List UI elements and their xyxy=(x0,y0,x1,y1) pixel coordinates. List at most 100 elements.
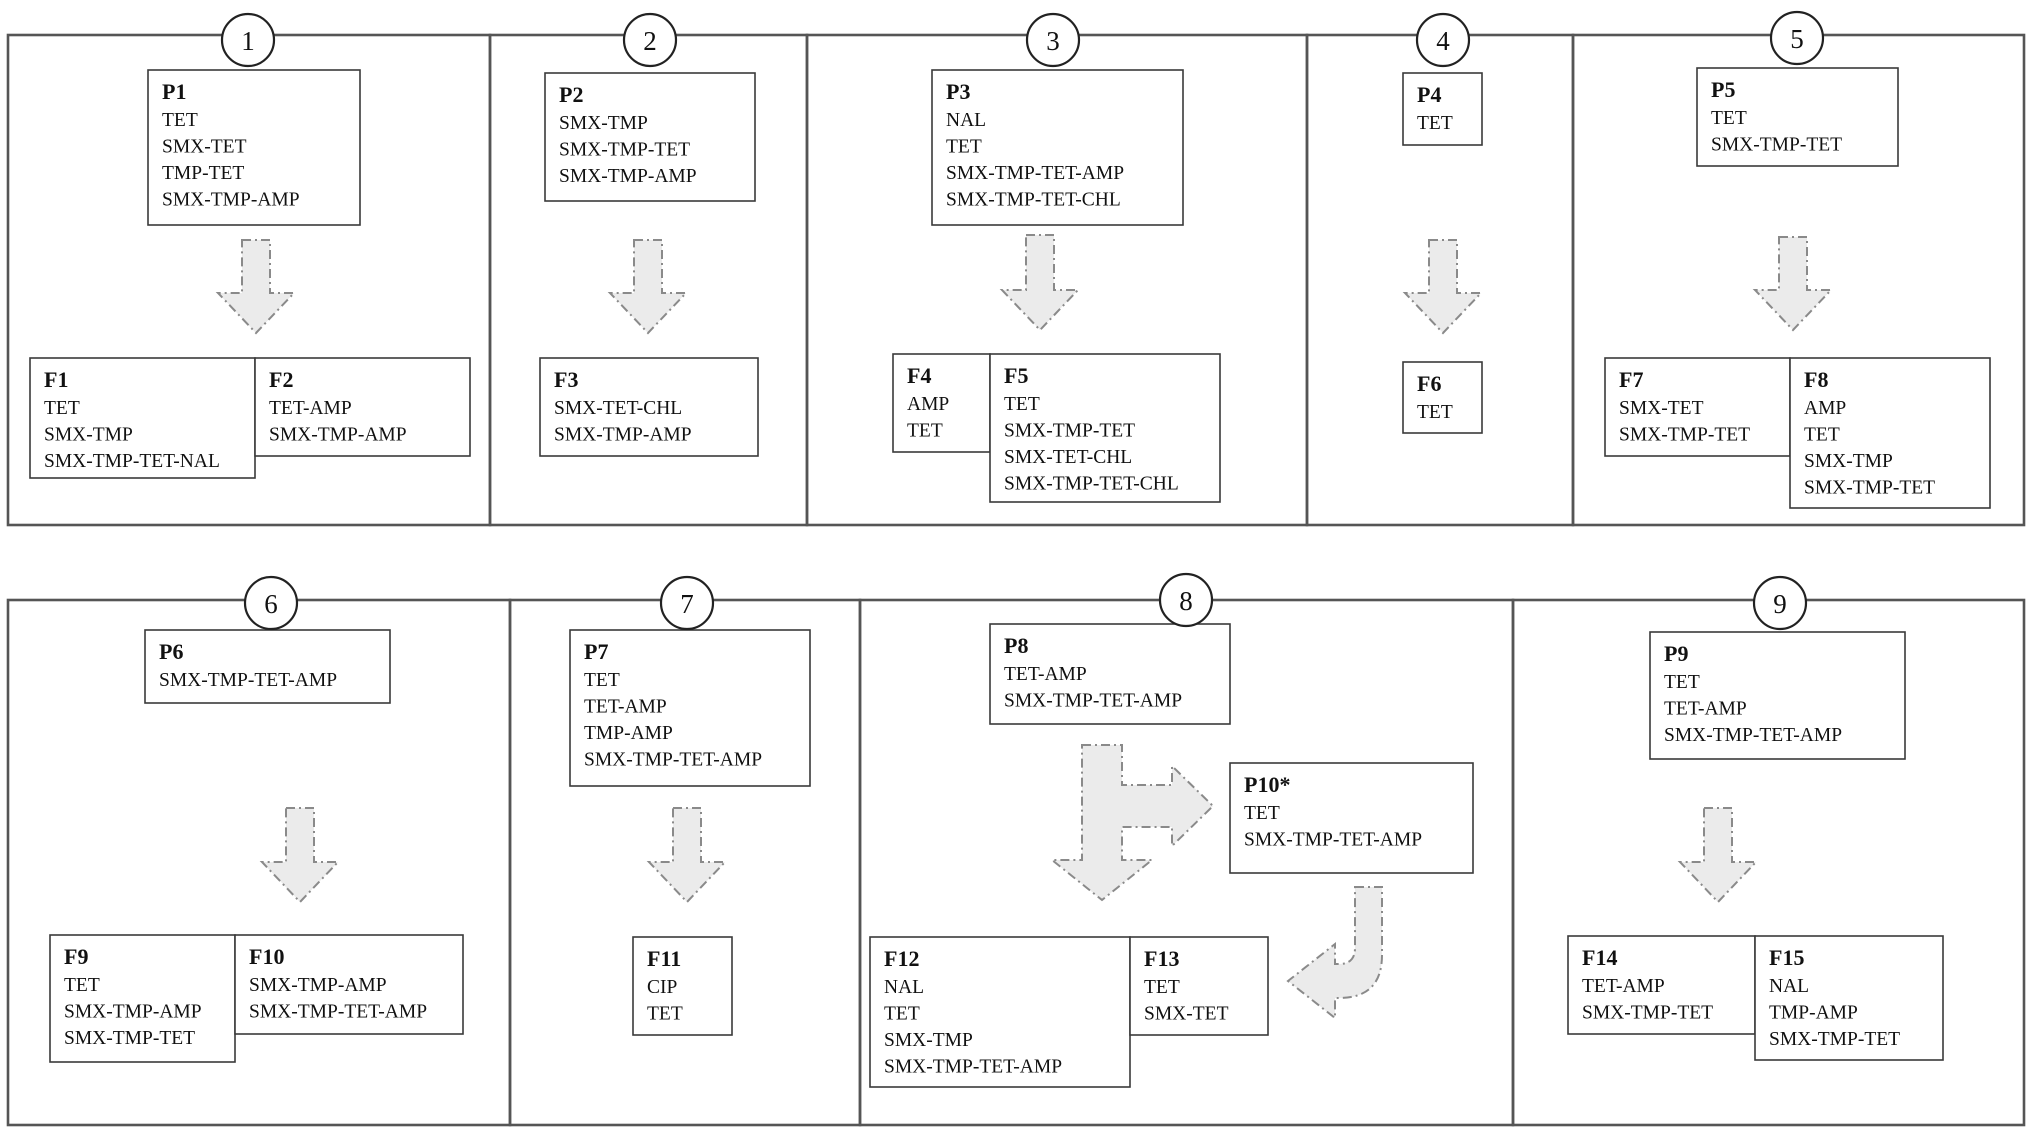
arrow-p10-to-f13 xyxy=(1286,886,1383,1021)
profile-line: TET xyxy=(1417,402,1453,423)
profile-line: SMX-TMP xyxy=(559,113,648,134)
box-frame xyxy=(234,934,464,1035)
box-label: F2 xyxy=(269,367,293,392)
profile-line: SMX-TMP-TET xyxy=(64,1028,195,1049)
number-circle xyxy=(659,575,715,631)
box-frame xyxy=(1402,72,1483,146)
profile-line: SMX-TMP-TET-AMP xyxy=(1664,725,1842,746)
profile-line: SMX-TET xyxy=(1619,398,1704,419)
arrow-p5-to-f xyxy=(1752,236,1834,332)
box-frame xyxy=(989,353,1221,503)
box-label: F12 xyxy=(884,946,919,971)
profile-line: SMX-TMP-TET-AMP xyxy=(946,163,1124,184)
profile-line: TET-AMP xyxy=(584,697,667,718)
profile-line: TET xyxy=(647,1004,683,1025)
profile-line: SMX-TMP-TET-AMP xyxy=(884,1057,1062,1078)
box-label: P3 xyxy=(946,79,970,104)
profile-line: TMP-AMP xyxy=(584,723,673,744)
profile-line: SMX-TMP-AMP xyxy=(559,166,697,187)
profile-line: TET xyxy=(884,1004,920,1025)
group-number-2: 2 xyxy=(622,12,678,68)
box-frame xyxy=(869,936,1131,1088)
box-frame xyxy=(254,357,471,457)
profile-line: SMX-TMP-TET-AMP xyxy=(159,670,337,691)
box-label: F4 xyxy=(907,363,931,388)
number-circle xyxy=(1752,575,1808,631)
profile-line: SMX-TMP-AMP xyxy=(249,975,387,996)
profile-line: SMX-TMP-TET-NAL xyxy=(44,451,220,472)
box-label: F6 xyxy=(1417,371,1441,396)
profile-line: TET xyxy=(1144,977,1180,998)
profile-line: TET xyxy=(1711,108,1747,129)
box-frame xyxy=(1696,67,1899,167)
profile-line: SMX-TMP-TET-AMP xyxy=(584,750,762,771)
profile-line: SMX-TMP-TET-CHL xyxy=(946,190,1121,211)
box-frame xyxy=(539,357,759,457)
box-frame xyxy=(1129,936,1269,1036)
box-frame xyxy=(1567,935,1756,1035)
profile-line: SMX-TMP xyxy=(1804,451,1893,472)
box-label: F7 xyxy=(1619,367,1643,392)
box-label: F5 xyxy=(1004,363,1028,388)
number-circle xyxy=(1769,10,1825,66)
profile-line: SMX-TMP-TET xyxy=(1711,135,1842,156)
box-frame xyxy=(1229,762,1474,874)
profile-line: TET xyxy=(64,975,100,996)
box-label: P2 xyxy=(559,82,583,107)
group-number-label: 6 xyxy=(264,589,278,619)
number-circle xyxy=(1415,12,1471,68)
box-frame xyxy=(989,623,1231,725)
box-label: P6 xyxy=(159,639,183,664)
box-frame xyxy=(892,353,991,453)
box-label: P4 xyxy=(1417,82,1441,107)
group-number-8: 8 xyxy=(1158,572,1214,628)
box-label: P8 xyxy=(1004,633,1028,658)
box-frame xyxy=(1402,361,1483,434)
group-number-label: 9 xyxy=(1773,589,1787,619)
box-frame xyxy=(544,72,756,202)
group-number-5: 5 xyxy=(1769,10,1825,66)
arrow-p9-to-f xyxy=(1677,807,1759,904)
arrow-p4-to-f6 xyxy=(1402,239,1484,335)
box-frame xyxy=(49,934,236,1063)
profile-line: SMX-TET xyxy=(162,137,247,158)
box-frame xyxy=(931,69,1184,226)
profile-line: SMX-TMP-TET xyxy=(1619,425,1750,446)
profile-line: TMP-AMP xyxy=(1769,1003,1858,1024)
box-frame xyxy=(1754,935,1944,1061)
arrow-p8-branch xyxy=(1049,744,1215,902)
profile-line: SMX-TMP xyxy=(44,425,133,446)
profile-line: TET-AMP xyxy=(1582,976,1665,997)
box-f5: F5TETSMX-TMP-TETSMX-TET-CHLSMX-TMP-TET-C… xyxy=(989,353,1221,503)
profile-line: TET-AMP xyxy=(269,398,352,419)
box-label: P9 xyxy=(1664,641,1688,666)
profile-line: NAL xyxy=(884,977,924,998)
profile-line: SMX-TET xyxy=(1144,1004,1229,1025)
profile-line: TET xyxy=(1244,803,1280,824)
profile-line: TET-AMP xyxy=(1004,664,1087,685)
profile-line: TET xyxy=(1804,425,1840,446)
profile-line: SMX-TMP-AMP xyxy=(162,190,300,211)
box-label: F14 xyxy=(1582,945,1617,970)
profile-line: CIP xyxy=(647,977,678,998)
group-number-label: 4 xyxy=(1436,26,1450,56)
profile-line: TET xyxy=(907,421,943,442)
box-label: P10* xyxy=(1244,772,1290,797)
profile-line: TET xyxy=(44,398,80,419)
box-frame xyxy=(1604,357,1791,457)
group-number-7: 7 xyxy=(659,575,715,631)
number-circle xyxy=(220,12,276,68)
